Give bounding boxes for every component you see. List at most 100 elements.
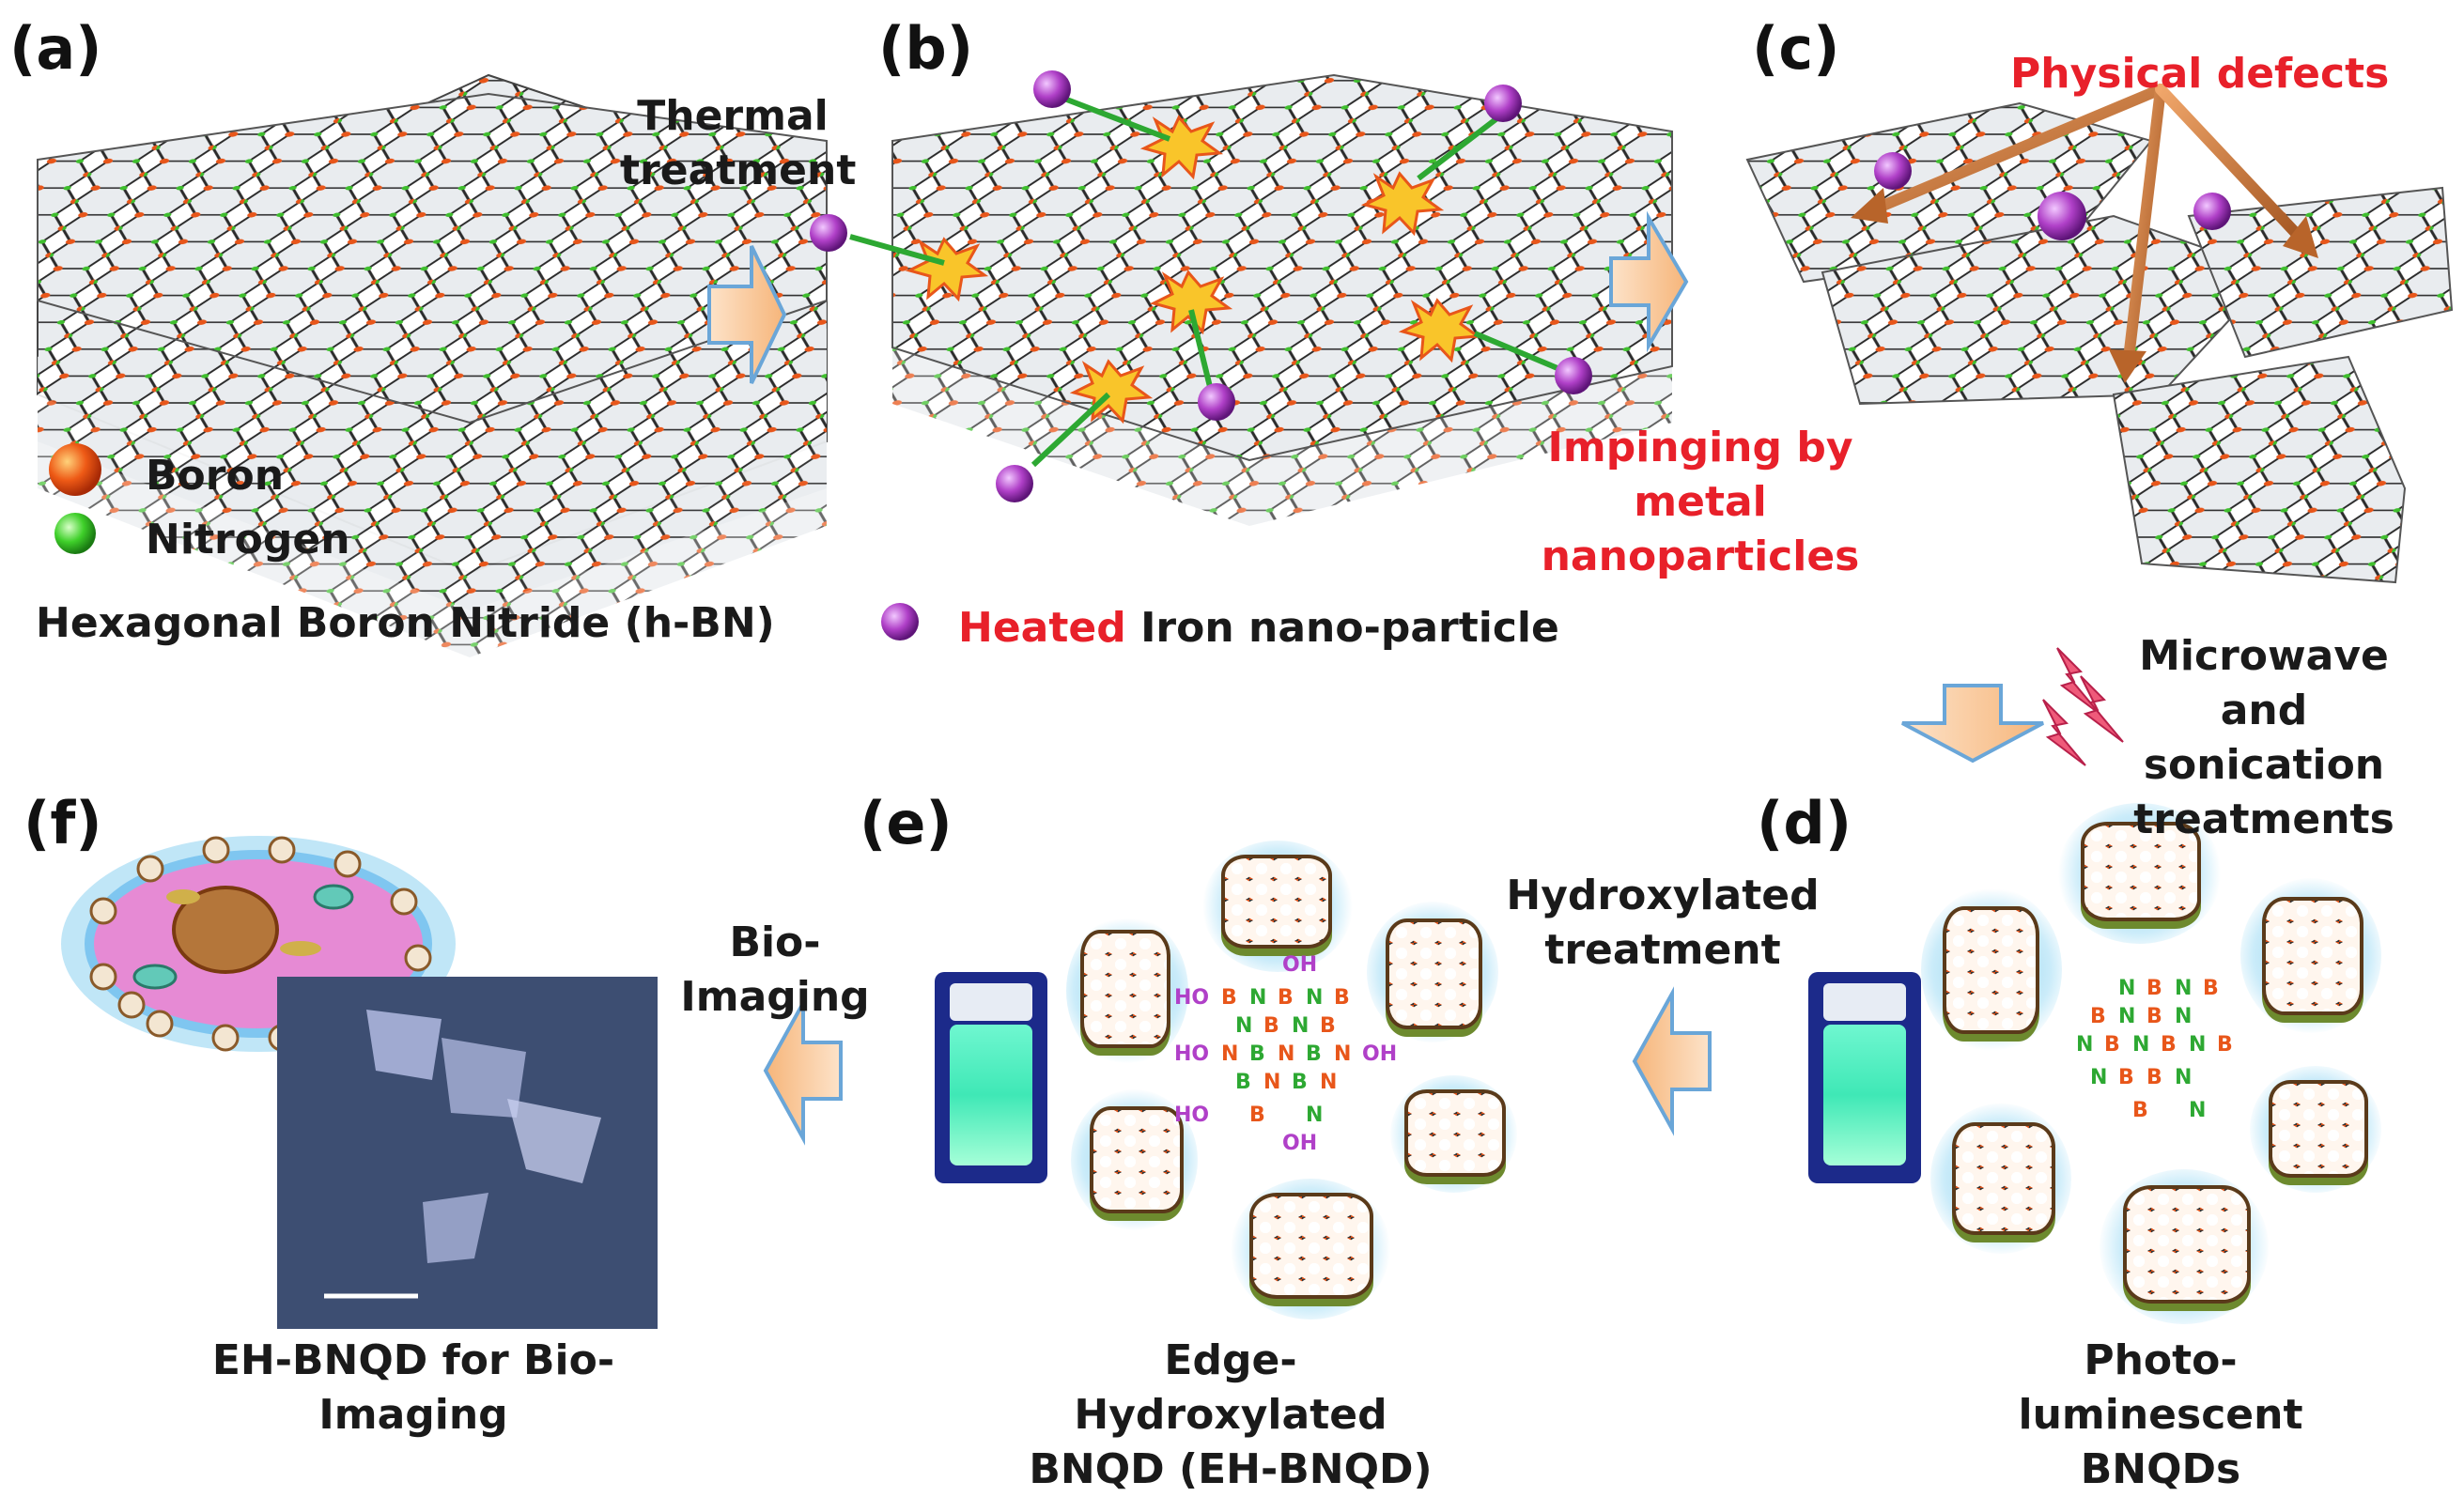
atom: B (2217, 1033, 2233, 1057)
boron-legend-label: Boron (146, 452, 285, 500)
atom: N (1320, 1071, 1338, 1094)
impinging-line2: nanoparticles (1541, 532, 1860, 581)
qd-e-2 (1080, 930, 1170, 1048)
atom: B (2161, 1033, 2177, 1057)
hbn-fragments-c (1745, 101, 2454, 584)
qd-e-6 (1249, 1193, 1373, 1299)
panel-label-d: (d) (1757, 789, 1852, 857)
atom: B (2132, 1099, 2148, 1122)
atom: B (1306, 1042, 1322, 1066)
pl-line1: Photo-luminescent (2018, 1336, 2303, 1440)
atom: B (2118, 1066, 2134, 1089)
atom: N (2189, 1099, 2207, 1122)
pl-line2: BNQDs (2080, 1445, 2241, 1494)
photoluminescent-caption: Photo-luminescent BNQDs (1954, 1334, 2367, 1497)
thermal-line1: Thermal (637, 92, 829, 140)
physical-defects-label: Physical defects (2010, 50, 2390, 98)
eh-line1: Edge-Hydroxylated (1074, 1336, 1387, 1440)
arrow-a-to-b (707, 245, 787, 384)
iron-legend-icon (881, 603, 919, 640)
atom: B (1263, 1014, 1279, 1038)
arrow-b-to-c (1609, 210, 1689, 353)
atom: N (2076, 1033, 2094, 1057)
iron-word: Iron nano-particle (1140, 604, 1559, 652)
qd-e-4 (1404, 1089, 1506, 1177)
atom: B (2090, 1005, 2106, 1028)
atom: B (1320, 1014, 1336, 1038)
atom: N (1306, 986, 1324, 1010)
arrow-d-to-e (1632, 986, 1712, 1136)
atom: N (1263, 1071, 1281, 1094)
eh-bnqd-caption: Edge-Hydroxylated BNQD (EH-BNQD) (1015, 1334, 1447, 1497)
vial-e-image (935, 972, 1047, 1183)
iron-legend-label: Heated Iron nano-particle (958, 601, 1559, 656)
eh-line2: BNQD (EH-BNQD) (1029, 1445, 1433, 1494)
nitrogen-legend-icon (54, 513, 96, 554)
atom: N (2118, 977, 2136, 1000)
microwave-line3: treatments (2133, 795, 2394, 844)
bioimaging-caption: EH-BNQD for Bio-Imaging (211, 1336, 615, 1440)
qd-e-3 (1386, 918, 1482, 1029)
oh-group: OH (1282, 1132, 1318, 1155)
qd-d-3 (2262, 897, 2363, 1015)
atom: B (1221, 986, 1237, 1010)
atom: B (2146, 1066, 2162, 1089)
iron-trajectories (849, 91, 1566, 468)
atom: N (2175, 977, 2193, 1000)
atom: N (1292, 1014, 1309, 1038)
molecule-d: N B N B B N B N N B N B N B N B B N B N (2071, 977, 2250, 1146)
arrow-c-to-d (1901, 684, 2044, 764)
panel-label-f: (f) (23, 789, 102, 857)
microwave-line2: sonication (2143, 741, 2385, 790)
microwave-line1: Microwave and (2139, 632, 2389, 735)
boron-legend-icon (49, 443, 101, 496)
defect-arrows (1864, 84, 2312, 372)
hydroxylated-label: Hydroxylated treatment (1498, 869, 1827, 978)
atom: N (1235, 1014, 1253, 1038)
atom: B (1334, 986, 1350, 1010)
microscopy-image (277, 977, 658, 1329)
atom: B (2146, 977, 2162, 1000)
arrow-e-to-f (763, 995, 843, 1146)
atom: N (1278, 1042, 1295, 1066)
qd-d-4 (2269, 1080, 2368, 1178)
oh-group: OH (1282, 953, 1318, 977)
iron-particles-c (1874, 152, 2231, 240)
atom: B (1249, 1103, 1265, 1127)
diagram-canvas (37, 70, 2454, 1329)
qd-d-5 (1952, 1122, 2055, 1235)
atom: N (2175, 1005, 2193, 1028)
hydroxylated-line2: treatment (1544, 926, 1781, 975)
atom: N (1306, 1103, 1324, 1127)
qd-d-6 (2123, 1185, 2251, 1304)
microwave-label: Microwave and sonication treatments (2104, 629, 2424, 847)
panel-label-b: (b) (878, 14, 974, 83)
impact-bursts (905, 115, 1482, 424)
nitrogen-legend-label: Nitrogen (146, 516, 350, 563)
atom: N (2132, 1033, 2150, 1057)
atom: N (2090, 1066, 2108, 1089)
impinging-label: Impinging by metal nanoparticles (1484, 421, 1916, 584)
atom: N (2189, 1033, 2207, 1057)
atom: B (2146, 1005, 2162, 1028)
thermal-treatment-label: Thermal treatment (620, 89, 857, 198)
atom: B (1249, 1042, 1265, 1066)
vial-d-image (1808, 972, 1921, 1183)
qd-e-5 (1090, 1106, 1184, 1213)
qd-e-1 (1221, 855, 1332, 949)
atom: B (2203, 977, 2219, 1000)
atom: B (1235, 1071, 1251, 1094)
atom: B (2104, 1033, 2120, 1057)
qd-d-1 (2081, 822, 2201, 921)
iron-particles (810, 70, 1592, 502)
atom: N (1334, 1042, 1352, 1066)
oh-group: OH (1362, 1042, 1398, 1066)
atom: B (1278, 986, 1294, 1010)
thermal-line2: treatment (620, 147, 857, 195)
panel-label-c: (c) (1752, 14, 1840, 83)
atom: N (1221, 1042, 1239, 1066)
atom: N (2175, 1066, 2193, 1089)
bio-imaging-label: Bio-Imaging (680, 918, 870, 1022)
microwave-bolts-icon (2042, 647, 2124, 766)
oh-group: HO (1174, 986, 1210, 1010)
